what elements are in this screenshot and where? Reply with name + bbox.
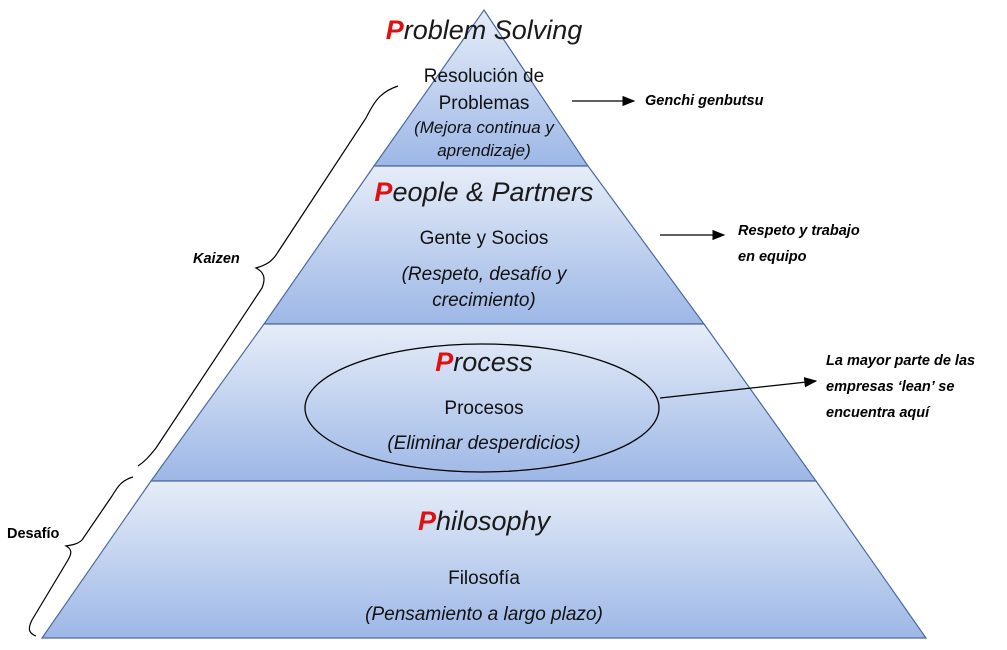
tier-people-partners-desc-1: (Respeto, desafío y	[401, 264, 567, 285]
title-initial: P	[435, 347, 454, 377]
tier-people-partners-subtitle: Gente y Socios	[419, 228, 549, 249]
tier-philosophy-title: Philosophy	[334, 506, 634, 537]
tier-problem-solving-desc-1: (Mejora continua y	[414, 118, 554, 137]
tier-process-desc: (Eliminar desperdicios)	[387, 433, 581, 454]
tier-problem-solving-subtitle-2: Problemas	[438, 93, 530, 114]
annotation-respeto-2: en equipo	[738, 249, 807, 265]
title-rest: roblem Solving	[403, 15, 583, 45]
annotation-lean-1: La mayor parte de las	[826, 353, 976, 369]
kaizen-brace	[137, 85, 399, 467]
title-rest: rocess	[453, 347, 533, 377]
arrow-lean	[659, 377, 818, 399]
title-initial: P	[385, 15, 404, 45]
desafio-brace	[28, 476, 134, 637]
tier-people-partners-title: People & Partners	[284, 177, 684, 208]
tier-philosophy-subtitle: Filosofía	[448, 568, 520, 589]
tier-people-partners-desc-2: crecimiento)	[432, 290, 536, 311]
process-highlight-ellipse	[304, 343, 660, 473]
annotation-genchi-genbutsu: Genchi genbutsu	[645, 93, 764, 109]
title-rest: hilosophy	[435, 506, 551, 536]
bracket-label-desafio: Desafío	[7, 526, 60, 542]
annotation-respeto-1: Respeto y trabajo	[738, 223, 860, 239]
annotation-lean-2: empresas ‘lean’ se	[826, 379, 955, 395]
tier-philosophy-shape	[40, 480, 928, 639]
title-initial: P	[417, 506, 436, 536]
tier-problem-solving-desc-2: aprendizaje)	[437, 141, 531, 160]
tier-process-subtitle: Procesos	[444, 398, 524, 419]
title-rest: eople & Partners	[392, 177, 594, 207]
tier-process-title: Process	[334, 347, 634, 378]
bracket-label-kaizen: Kaizen	[193, 251, 240, 267]
tier-philosophy-desc: (Pensamiento a largo plazo)	[365, 604, 603, 625]
tier-problem-solving-title: Problem Solving	[334, 15, 634, 46]
annotation-lean-3: encuentra aquí	[826, 405, 930, 421]
title-initial: P	[374, 177, 393, 207]
tier-problem-solving-subtitle-1: Resolución de	[423, 66, 545, 87]
